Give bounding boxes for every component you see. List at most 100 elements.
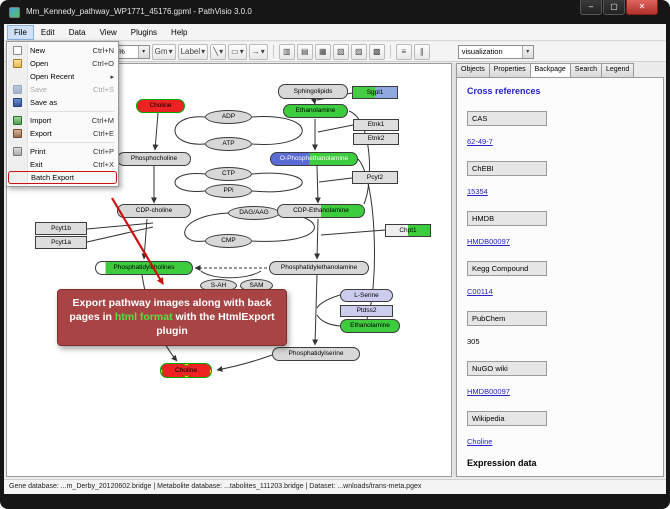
- print-icon: [13, 147, 22, 156]
- xref-link[interactable]: 62-49-7: [467, 137, 493, 146]
- pathway-node-l-serine[interactable]: L-Serine: [340, 289, 393, 302]
- xref-link[interactable]: HMDB00097: [467, 237, 510, 246]
- selection-handle[interactable]: [161, 364, 163, 366]
- pathway-node-pcyt1b[interactable]: Pcyt1b: [35, 222, 87, 235]
- distribute-horizontal-button[interactable]: ▨: [350, 43, 367, 60]
- pathway-node-pcyt1a[interactable]: Pcyt1a: [35, 236, 87, 249]
- file-menu-item-batch-export[interactable]: Batch Export: [8, 171, 117, 184]
- pathvisio-app-icon: [9, 7, 20, 18]
- selection-handle[interactable]: [209, 368, 211, 374]
- shape-tool-button[interactable]: ▭▾: [228, 43, 247, 60]
- tab-objects[interactable]: Objects: [456, 63, 489, 78]
- pathway-node-ppi[interactable]: PPi: [205, 184, 252, 198]
- label-tool-button-label: Label: [180, 47, 201, 56]
- selection-handle[interactable]: [209, 375, 211, 377]
- menu-icon-cell: [9, 116, 26, 125]
- tab-backpage[interactable]: Backpage: [529, 63, 570, 78]
- panel-splitter[interactable]: [453, 63, 456, 477]
- selection-handle[interactable]: [161, 368, 163, 374]
- align-left-button[interactable]: ▦: [314, 43, 331, 60]
- stack-vertical-button[interactable]: ≡: [395, 43, 412, 60]
- pathway-node-chpt1[interactable]: Chpt1: [385, 224, 431, 237]
- submenu-arrow-icon: ▸: [110, 73, 114, 81]
- menu-view[interactable]: View: [99, 27, 117, 37]
- pathway-node-choline[interactable]: Choline: [160, 363, 212, 378]
- line-tool-button[interactable]: ╲▾: [210, 43, 227, 60]
- file-menu-item-save-as[interactable]: Save as: [8, 96, 117, 109]
- selection-handle[interactable]: [209, 364, 211, 366]
- pathway-node-phosphatidylcholines[interactable]: Phosphatidylcholines: [95, 261, 193, 275]
- chevron-down-icon[interactable]: ▾: [137, 45, 149, 58]
- close-button[interactable]: ✕: [626, 0, 658, 15]
- selection-handle[interactable]: [161, 375, 163, 377]
- file-menu-item-open-recent[interactable]: Open Recent▸: [8, 70, 117, 83]
- pathway-node-pcyt2[interactable]: Pcyt2: [352, 171, 398, 184]
- pathway-node-etnk2[interactable]: Etnk2: [353, 133, 399, 145]
- menu-data[interactable]: Data: [68, 27, 86, 37]
- align-top-button[interactable]: ▧: [332, 43, 349, 60]
- pathway-node-phosphatidylethanolamine[interactable]: Phosphatidylethanolamine: [269, 261, 369, 275]
- save-icon: [13, 98, 22, 107]
- minimize-button[interactable]: –: [580, 0, 602, 15]
- pathway-node-ptdss2[interactable]: Ptdss2: [340, 305, 393, 317]
- pathway-node-cdp-choline[interactable]: CDP-choline: [117, 204, 191, 218]
- visualization-combobox[interactable]: visualization ▾: [457, 44, 534, 59]
- align-center-y-button[interactable]: ▤: [296, 43, 313, 60]
- pathway-node-adp[interactable]: ADP: [205, 110, 252, 124]
- xref-link[interactable]: 15354: [467, 187, 488, 196]
- selection-handle[interactable]: [184, 364, 189, 366]
- pathway-node-cmp[interactable]: CMP: [205, 234, 252, 248]
- selection-handle[interactable]: [184, 375, 189, 377]
- pathway-node-sgpl1[interactable]: Sgpl1: [352, 86, 398, 99]
- toolbar-tools: Gm▾Label▾╲▾▭▾→▾: [151, 43, 268, 60]
- menu-item-label: New: [30, 46, 46, 55]
- align-center-x-button[interactable]: ▥: [278, 43, 295, 60]
- xref-link[interactable]: Choline: [467, 437, 493, 446]
- tab-search[interactable]: Search: [569, 63, 601, 78]
- menu-separator: [30, 142, 115, 143]
- pathway-node-atp[interactable]: ATP: [205, 137, 252, 151]
- pathway-node-ctp[interactable]: CTP: [205, 167, 252, 181]
- pathway-node-choline[interactable]: Choline: [136, 99, 185, 113]
- pathway-node-ethanolamine[interactable]: Ethanolamine: [283, 104, 348, 118]
- tab-properties[interactable]: Properties: [488, 63, 530, 78]
- stack-vertical-icon: ≡: [401, 47, 407, 56]
- pathway-node-o-phosphethanolamine[interactable]: O-Phosphethanolamine: [270, 152, 358, 166]
- label-tool-button[interactable]: Label▾: [177, 43, 209, 60]
- export-icon: [13, 129, 22, 138]
- chevron-down-icon: ▾: [168, 47, 173, 56]
- datanode-tool-button[interactable]: Gm▾: [151, 43, 176, 60]
- menu-plugins[interactable]: Plugins: [130, 27, 158, 37]
- distribute-vertical-button[interactable]: ▩: [368, 43, 385, 60]
- maximize-button[interactable]: ▢: [603, 0, 625, 15]
- pathway-node-phosphatidylserine[interactable]: Phosphatidylserine: [272, 347, 360, 361]
- visualization-value: visualization: [461, 47, 503, 56]
- menu-edit[interactable]: Edit: [40, 27, 55, 37]
- menu-help[interactable]: Help: [171, 27, 188, 37]
- chevron-down-icon: ▾: [260, 47, 265, 56]
- pathway-node-etnk1[interactable]: Etnk1: [353, 119, 399, 131]
- stack-horizontal-button[interactable]: ∥: [413, 43, 430, 60]
- pathway-node-ethanolamine[interactable]: Ethanolamine: [340, 319, 400, 333]
- tab-legend[interactable]: Legend: [600, 63, 635, 78]
- chevron-down-icon[interactable]: ▾: [521, 45, 533, 58]
- pathway-node-phosphocholine[interactable]: Phosphocholine: [117, 152, 191, 166]
- pathway-node-sphingolipids[interactable]: Sphingolipids: [278, 84, 348, 99]
- xref-header: CAS: [467, 111, 547, 126]
- connector-tool-button[interactable]: →▾: [248, 43, 268, 60]
- menu-file[interactable]: File: [7, 24, 34, 40]
- pathway-node-cdp-ethanolamine[interactable]: CDP-Ethanolamine: [277, 204, 365, 218]
- xref-link[interactable]: C00114: [467, 287, 493, 296]
- chevron-down-icon: ▾: [239, 47, 244, 56]
- menu-bar: File Edit Data View Plugins Help: [4, 24, 666, 41]
- pathway-node-dag-aag[interactable]: DAG/AAG: [228, 206, 280, 220]
- xref-link[interactable]: HMDB00097: [467, 387, 510, 396]
